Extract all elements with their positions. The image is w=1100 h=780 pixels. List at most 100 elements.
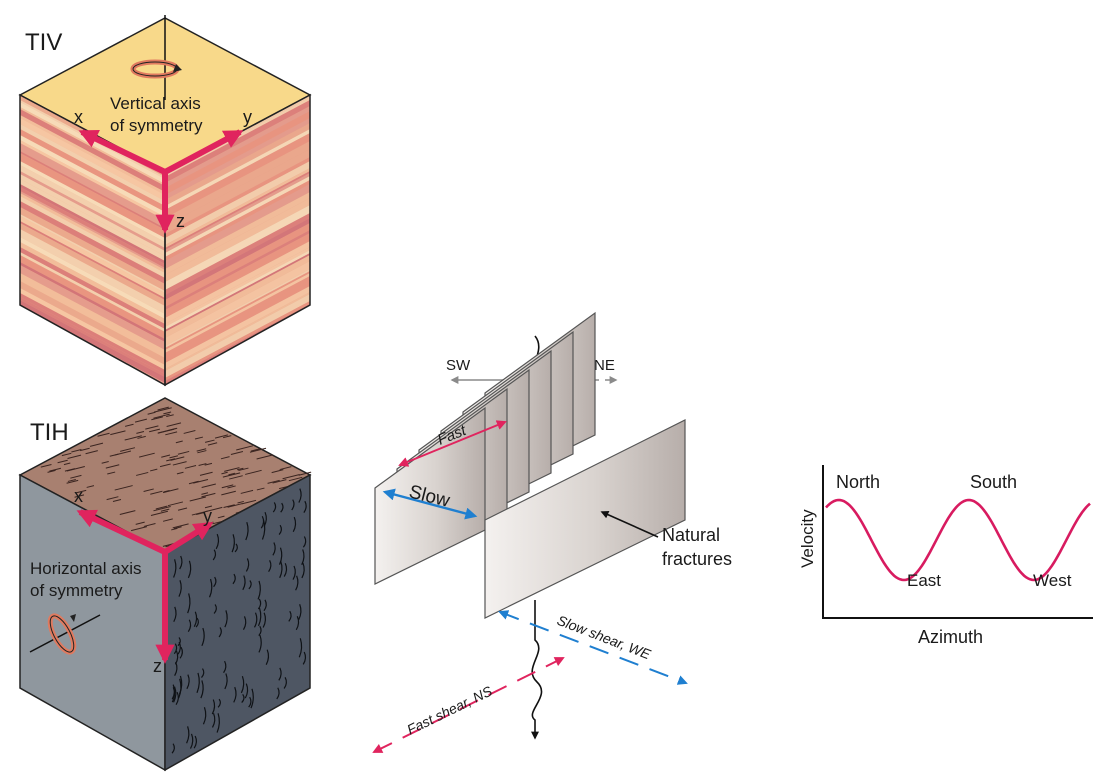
- fracture-plate-front: [484, 419, 686, 619]
- grain-mark: [170, 456, 185, 461]
- rock-layer-stripe: [20, 196, 165, 278]
- grain-mark: [223, 660, 227, 674]
- grain-mark: [109, 453, 119, 457]
- grain-mark: [236, 445, 253, 451]
- grain-mark: [261, 519, 266, 540]
- grain-mark: [224, 610, 228, 628]
- rotation-arrow-icon: [130, 59, 182, 79]
- grain-mark: [244, 683, 249, 699]
- grain-mark: [124, 435, 142, 441]
- grain-mark: [221, 484, 234, 489]
- grain-mark: [198, 463, 207, 467]
- grain-mark: [236, 467, 244, 471]
- grain-mark: [161, 454, 171, 458]
- rock-layer-stripe: [165, 213, 310, 295]
- grain-mark: [107, 471, 116, 475]
- grain-mark: [295, 575, 299, 591]
- grain-mark: [250, 688, 254, 709]
- grain-mark: [134, 418, 147, 423]
- grain-mark: [112, 499, 122, 503]
- grain-mark: [119, 510, 136, 515]
- grain-mark: [204, 506, 223, 513]
- rock-layer-stripe: [20, 115, 165, 195]
- grain-mark: [213, 604, 217, 614]
- rock-layer-stripe: [165, 205, 310, 290]
- ne-label: NE: [594, 357, 615, 374]
- tih-x-label: x: [74, 486, 83, 506]
- rock-layer-stripe: [20, 129, 165, 212]
- grain-mark: [196, 511, 206, 516]
- grain-mark: [272, 542, 276, 556]
- tih-axis-label-2: of symmetry: [30, 581, 123, 600]
- grain-mark: [57, 459, 68, 464]
- grain-mark: [66, 479, 79, 484]
- rock-layer-stripe: [165, 280, 310, 363]
- grain-mark: [245, 469, 262, 475]
- grain-mark: [160, 508, 170, 512]
- tih-y-label: y: [203, 506, 212, 526]
- label-north: North: [836, 472, 880, 492]
- grain-mark: [97, 432, 110, 437]
- grain-mark: [63, 462, 71, 466]
- rock-layer-stripe: [20, 255, 165, 339]
- grain-mark: [174, 661, 178, 676]
- grain-mark: [303, 500, 307, 513]
- grain-mark: [196, 448, 207, 452]
- grain-mark: [222, 472, 241, 478]
- grain-mark: [137, 435, 146, 439]
- velocity-curve: [825, 498, 1091, 582]
- grain-mark: [149, 428, 161, 433]
- natural-fractures-pointer: [600, 510, 659, 538]
- rock-layer-stripe: [20, 229, 165, 314]
- grain-mark: [234, 543, 238, 553]
- grain-mark: [213, 576, 217, 588]
- rock-layer-stripe: [165, 168, 310, 248]
- rock-layer-stripe: [20, 191, 165, 270]
- rock-layer-stripe: [20, 214, 165, 293]
- grain-mark: [177, 641, 181, 655]
- grain-mark: [138, 452, 155, 458]
- grain-mark: [186, 674, 190, 690]
- grain-mark: [173, 559, 177, 578]
- grain-mark: [229, 475, 243, 480]
- rock-layer-stripe: [165, 230, 310, 310]
- grain-mark: [240, 675, 245, 694]
- grain-mark: [217, 515, 225, 519]
- grain-mark: [291, 499, 295, 511]
- grain-mark: [250, 448, 261, 452]
- grain-mark: [193, 479, 209, 484]
- grain-mark: [248, 696, 252, 708]
- grain-mark: [79, 447, 90, 452]
- tih-x-axis: [76, 509, 167, 555]
- grain-mark: [202, 707, 207, 725]
- grain-mark: [237, 500, 244, 504]
- grain-mark: [168, 427, 178, 431]
- rock-layer-stripe: [20, 288, 165, 370]
- grain-mark: [150, 468, 158, 472]
- grain-mark: [223, 504, 235, 509]
- grain-mark: [199, 471, 213, 476]
- grain-mark: [271, 469, 284, 474]
- rock-layer-stripe: [20, 140, 165, 220]
- rock-layer-stripe: [20, 293, 165, 374]
- grain-mark: [245, 558, 250, 572]
- rock-layer-stripe: [20, 171, 165, 251]
- grain-mark: [193, 735, 198, 749]
- rock-layer-stripe: [20, 281, 165, 365]
- grain-mark: [74, 494, 85, 498]
- grain-mark: [231, 534, 235, 553]
- grain-mark: [283, 563, 288, 577]
- grain-mark: [256, 487, 265, 491]
- rock-layer-stripe: [20, 193, 165, 273]
- rock-layer-stripe: [20, 151, 165, 230]
- label-south: South: [970, 472, 1017, 492]
- grain-mark: [171, 527, 178, 531]
- grain-mark: [201, 492, 209, 495]
- grain-mark: [295, 615, 300, 631]
- grain-mark: [151, 416, 163, 421]
- grain-mark: [187, 560, 192, 579]
- fast-shear-label: Fast shear, NS: [404, 682, 495, 737]
- grain-mark: [172, 461, 187, 466]
- rock-layer-stripe: [20, 207, 165, 291]
